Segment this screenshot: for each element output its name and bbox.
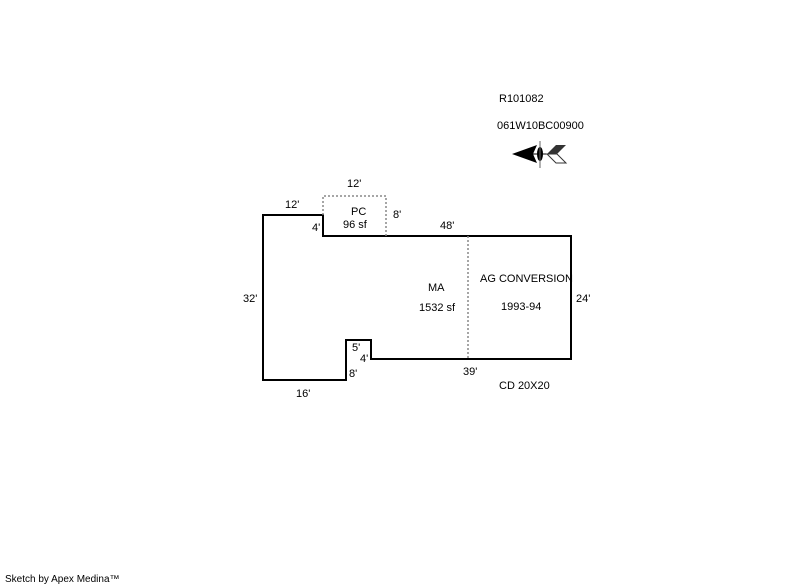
map-number: 061W10BC00900: [497, 120, 584, 132]
dim-left: 32': [243, 293, 258, 305]
dim-pc-top: 12': [347, 178, 362, 190]
dim-left-notch: 4': [312, 222, 321, 234]
ag-years: 1993-94: [501, 301, 542, 313]
pc-area: 96 sf: [343, 219, 367, 231]
dim-right: 24': [576, 293, 591, 305]
main-outline: [262, 214, 572, 381]
ag-label: AG CONVERSION: [480, 273, 573, 285]
dim-bottom-left: 16': [296, 388, 311, 400]
dim-notch-top: 5': [352, 342, 361, 354]
ma-code: MA: [428, 282, 445, 294]
north-arrow-icon: [512, 141, 568, 168]
dim-top-main: 48': [440, 220, 455, 232]
pc-outline: [322, 195, 387, 236]
pc-code: PC: [351, 206, 367, 218]
dim-notch-right: 8': [349, 368, 358, 380]
dim-bottom-main: 39': [463, 366, 478, 378]
footer-credit: Sketch by Apex Medina™: [5, 574, 120, 585]
cd-label: CD 20X20: [499, 380, 550, 392]
dim-top-left: 12': [285, 199, 300, 211]
dim-pc-right: 8': [393, 209, 402, 221]
dim-notch-side: 4': [360, 353, 369, 365]
ma-area: 1532 sf: [419, 302, 456, 314]
parcel-id: R101082: [499, 93, 544, 105]
